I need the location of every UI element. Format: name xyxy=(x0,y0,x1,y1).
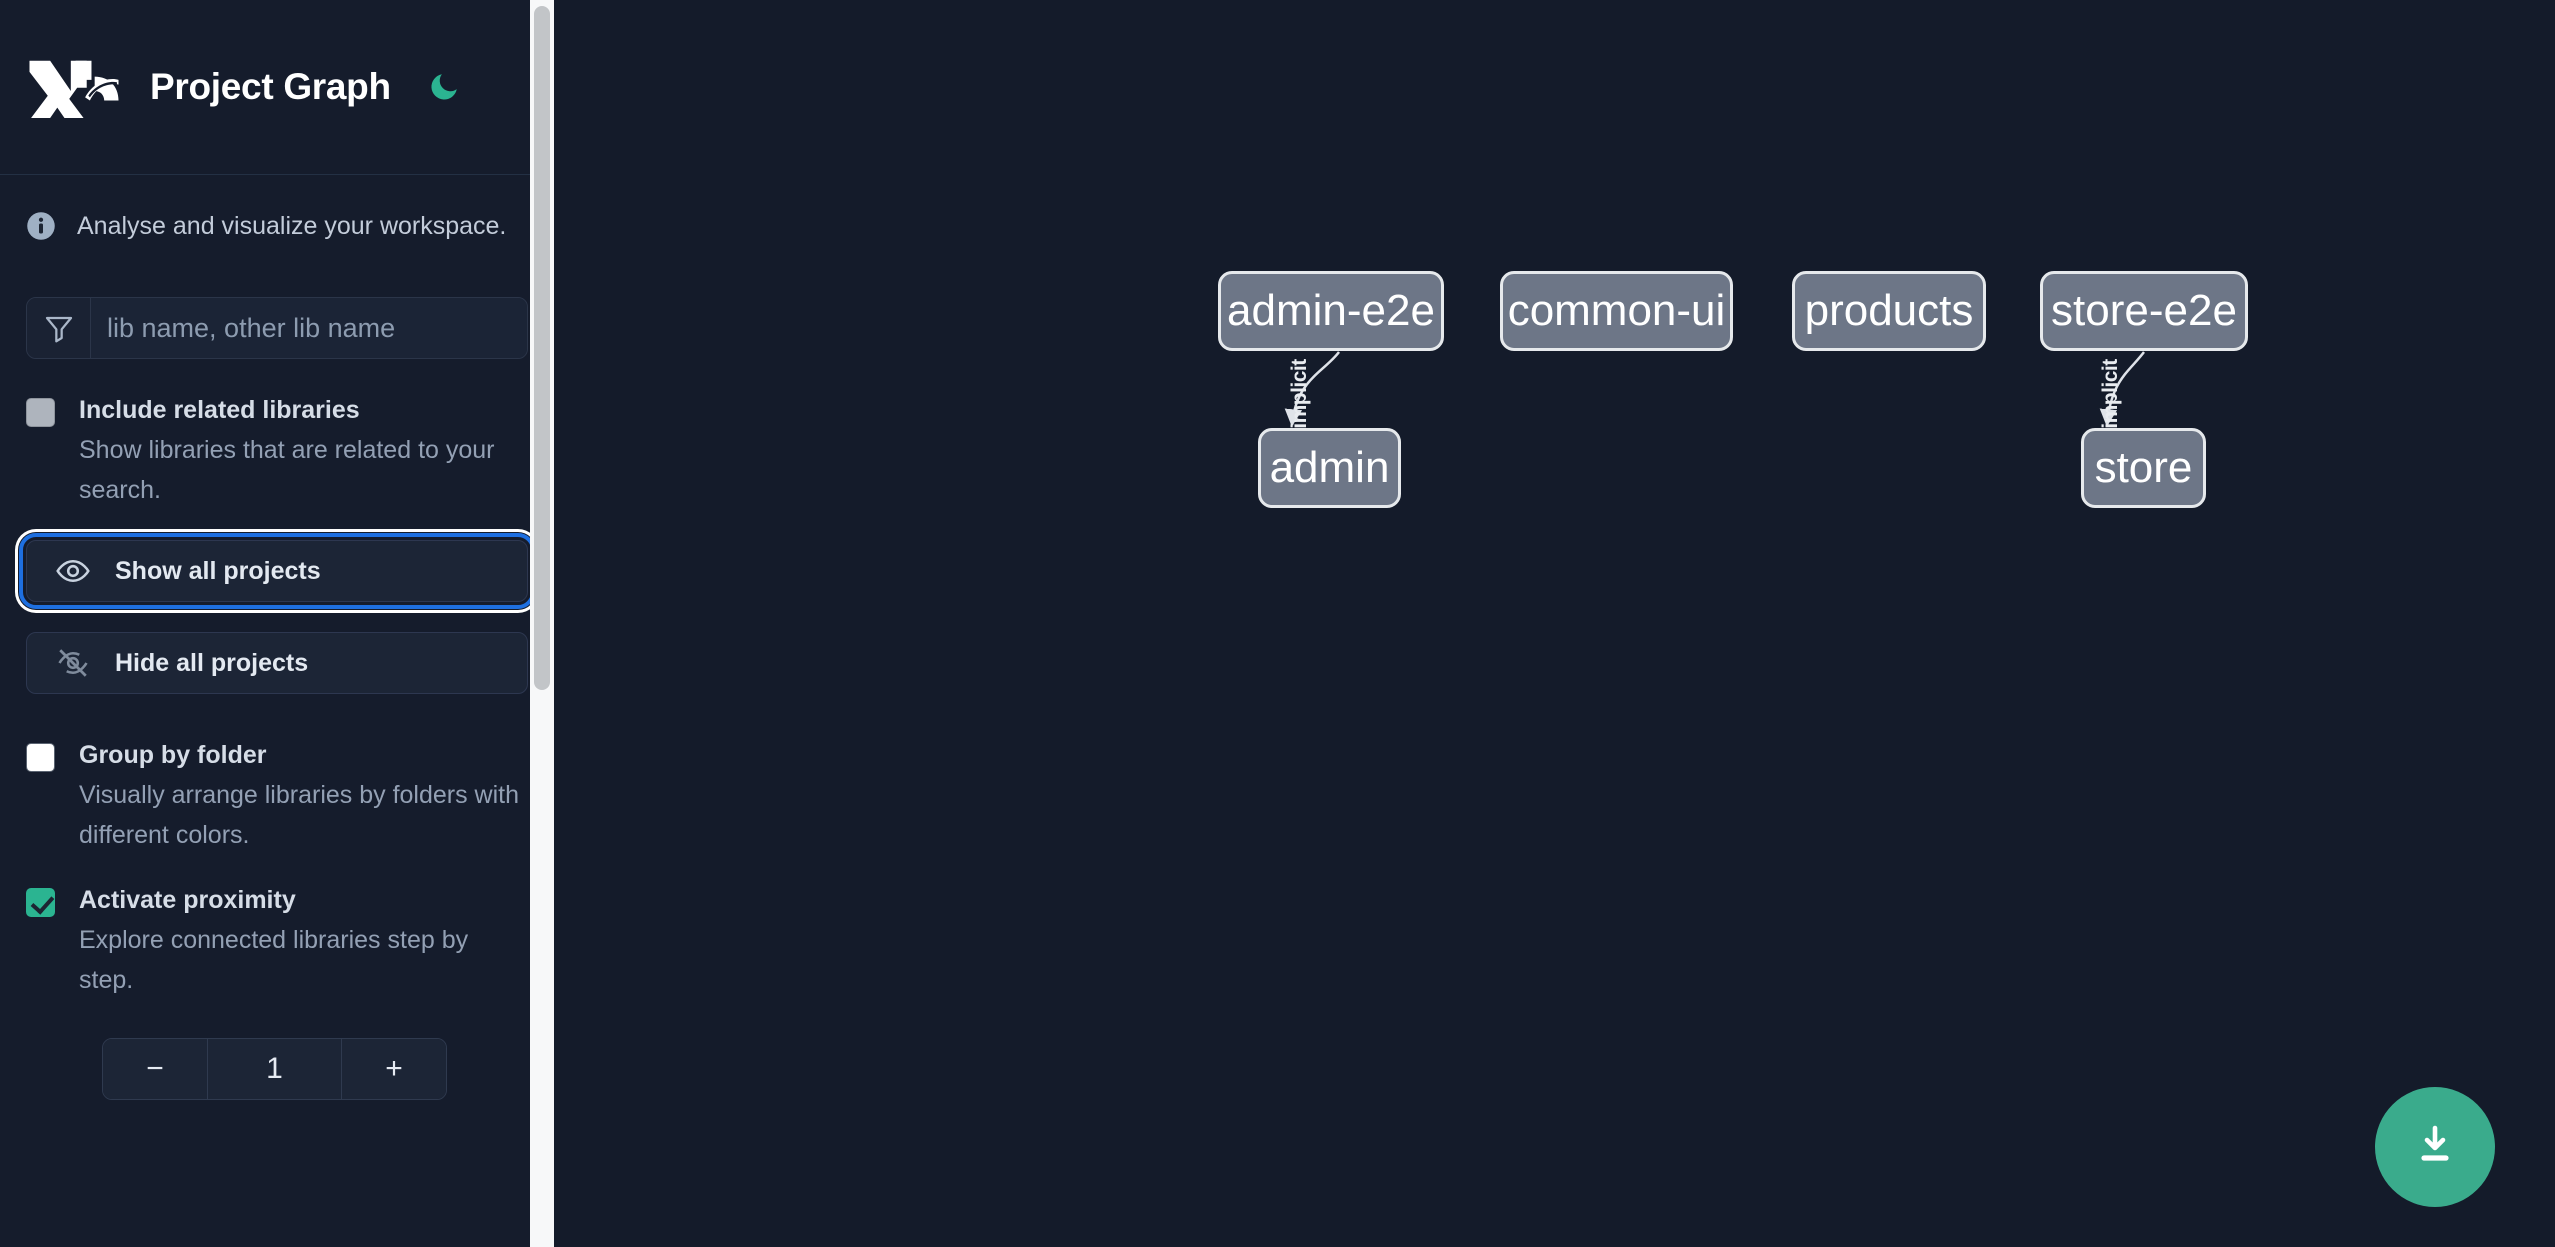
info-icon xyxy=(26,211,56,241)
graph-node-products[interactable]: products xyxy=(1792,271,1986,351)
search-input[interactable] xyxy=(91,298,527,358)
activate-proximity-label: Activate proximity xyxy=(79,886,296,914)
download-icon xyxy=(2411,1121,2459,1174)
proximity-stepper[interactable]: − 1 + xyxy=(102,1038,447,1100)
group-by-folder-description: Visually arrange libraries by folders wi… xyxy=(79,781,520,849)
show-all-projects-button[interactable]: Show all projects xyxy=(19,533,535,609)
hide-all-projects-label: Hide all projects xyxy=(115,648,309,677)
graph-node-label: products xyxy=(1804,286,1974,335)
group-by-folder-checkbox[interactable] xyxy=(26,743,55,772)
graph-node-label: admin xyxy=(1269,443,1390,492)
graph-node-label: common-ui xyxy=(1507,286,1726,335)
sidebar-scrollbar[interactable] xyxy=(530,0,554,1247)
moon-icon[interactable] xyxy=(423,66,465,108)
filter-box[interactable] xyxy=(26,297,528,359)
option-activate-proximity[interactable]: Activate proximity Explore connected lib… xyxy=(26,883,528,1000)
sidebar-tagline-text: Analyse and visualize your workspace. xyxy=(77,211,507,240)
download-button[interactable] xyxy=(2375,1087,2495,1207)
hide-all-projects-button[interactable]: Hide all projects xyxy=(26,632,528,694)
page-title: Project Graph xyxy=(150,66,391,107)
group-by-folder-label: Group by folder xyxy=(79,741,267,769)
nx-logo xyxy=(26,56,122,118)
activate-proximity-description: Explore connected libraries step by step… xyxy=(79,926,469,994)
graph-node-store[interactable]: store xyxy=(2081,428,2206,508)
funnel-icon xyxy=(27,298,91,358)
option-group-by-folder[interactable]: Group by folder Visually arrange librari… xyxy=(26,738,528,855)
graph-node-store-e2e[interactable]: store-e2e xyxy=(2040,271,2248,351)
graph-node-label: store-e2e xyxy=(2051,286,2237,335)
graph-node-label: admin-e2e xyxy=(1227,286,1435,335)
include-related-libraries-description: Show libraries that are related to your … xyxy=(79,436,495,504)
sidebar-tagline: Analyse and visualize your workspace. xyxy=(26,205,528,247)
graph-node-common-ui[interactable]: common-ui xyxy=(1500,271,1733,351)
option-include-related-libraries[interactable]: Include related libraries Show libraries… xyxy=(26,393,528,510)
include-related-libraries-label: Include related libraries xyxy=(79,396,360,424)
graph-edges xyxy=(1284,351,2145,427)
sidebar-scrollbar-thumb[interactable] xyxy=(534,6,550,690)
graph-node-admin-e2e[interactable]: admin-e2e xyxy=(1218,271,1444,351)
include-related-libraries-checkbox[interactable] xyxy=(26,398,55,427)
graph-edge-label-store: implicit xyxy=(2099,359,2122,429)
eye-off-icon xyxy=(55,645,91,681)
proximity-increment-button[interactable]: + xyxy=(341,1039,446,1099)
graph-canvas[interactable]: admin-e2e common-ui products store-e2e a… xyxy=(554,0,2555,1247)
graph-node-label: store xyxy=(2094,443,2193,492)
sidebar: Project Graph Analyse and visualize your… xyxy=(0,0,554,1247)
graph-edge-label-admin: implicit xyxy=(1288,359,1311,429)
eye-icon xyxy=(55,553,91,589)
sidebar-body: Analyse and visualize your workspace. In… xyxy=(0,205,554,1100)
activate-proximity-checkbox[interactable] xyxy=(26,888,55,917)
show-all-projects-label: Show all projects xyxy=(115,556,321,585)
graph-node-admin[interactable]: admin xyxy=(1258,428,1401,508)
proximity-decrement-button[interactable]: − xyxy=(103,1039,208,1099)
sidebar-header: Project Graph xyxy=(0,0,554,175)
proximity-value: 1 xyxy=(208,1039,341,1099)
